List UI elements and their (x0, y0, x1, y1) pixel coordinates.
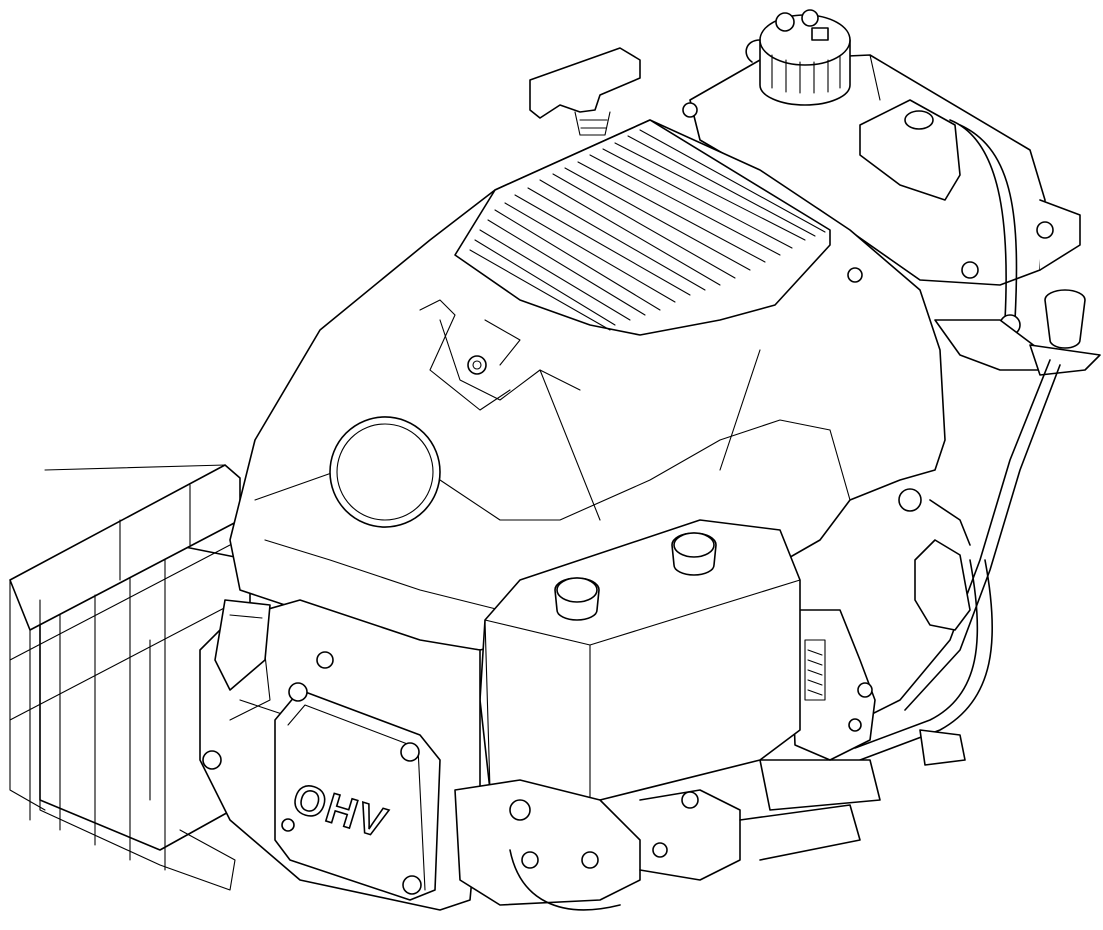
cooling-grille (454, 119, 831, 336)
carburetor-linkage (789, 609, 876, 761)
exhaust-pipe (214, 599, 271, 691)
starter-handle (529, 47, 641, 136)
fuel-tank (682, 54, 1081, 286)
fuel-line-assembly (859, 119, 1101, 721)
frame-tube (739, 559, 994, 861)
fuel-cap (745, 9, 851, 106)
rocker-cover: OHV (274, 682, 441, 901)
air-filter-cage (9, 464, 251, 891)
oil-fill-block (479, 519, 801, 801)
